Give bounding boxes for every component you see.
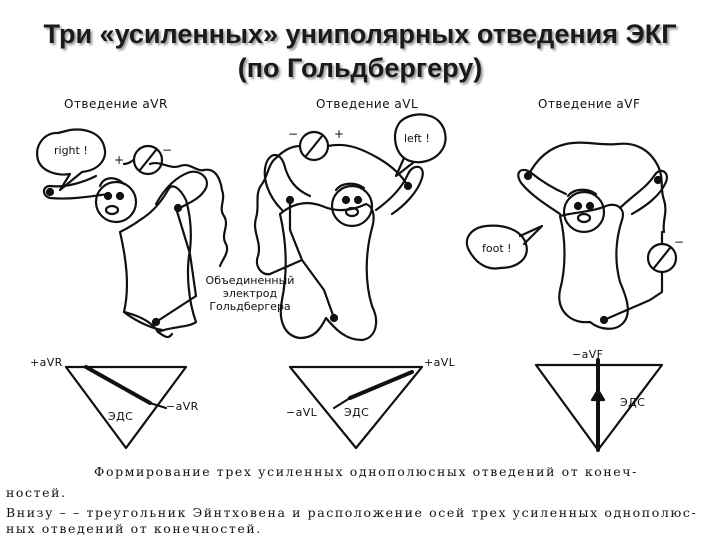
lead-avf-label: Отведение aVF (538, 97, 641, 111)
wire-avf (526, 141, 667, 234)
lead-avl-label: Отведение aVL (316, 97, 419, 111)
arm-left-avl (263, 153, 312, 212)
triangle-2-pos-label: +aVL (424, 356, 456, 369)
electrode-label-line-1: Объединенный (205, 274, 295, 287)
legs-avr (122, 310, 174, 339)
wire-avr (148, 162, 229, 268)
figure-avl (254, 113, 447, 342)
arm-left-avr (42, 174, 110, 200)
head-avr (94, 180, 138, 224)
svg-text:−: − (674, 235, 684, 249)
slide-title-line-2: (по Гольдбергеру) (237, 53, 483, 83)
head-avl (330, 184, 374, 228)
electrode-label-line-3: Гольдбергера (209, 300, 291, 313)
wire-avl (254, 144, 302, 276)
speech-bubble-avl (394, 113, 447, 164)
head-avf (562, 190, 606, 234)
arm-right-avf (618, 169, 668, 216)
svg-text:+: + (114, 153, 124, 167)
triangle-1-neg-label: −aVR (166, 400, 199, 413)
caption-line-2: ностей. (6, 485, 67, 500)
arm-right-avr (154, 170, 208, 212)
triangle-3-eds-label: ЭДС (620, 396, 646, 409)
body-outline-avf (558, 203, 629, 330)
einthoven-triangle-avr (64, 365, 188, 450)
figure-avf (465, 141, 678, 330)
goldberger-electrode-label: Объединенный электрод Гольдбергера (195, 274, 305, 313)
lead-avr-label: Отведение aVR (64, 97, 168, 111)
triangle-1-eds-label: ЭДС (108, 410, 134, 423)
einthoven-triangle-avl (288, 365, 424, 450)
arm-right-avl (374, 165, 424, 216)
caption-line-3: Внизу – – треугольник Эйнтховена и распо… (6, 505, 698, 520)
speech-bubble-avr (36, 128, 107, 192)
caption-line-1: Формирование трех усиленных однополюсных… (94, 464, 638, 479)
speech-bubble-avf (465, 224, 528, 270)
svg-text:+: + (334, 127, 344, 141)
bubble-text-avl: left ! (404, 132, 430, 145)
svg-text:−: − (288, 127, 298, 141)
triangle-2-neg-label: −aVL (286, 406, 318, 419)
triangle-1-pos-label: +aVR (30, 356, 63, 369)
triangle-3-neg-label: −aVF (572, 348, 604, 361)
arm-left-avf (517, 168, 568, 216)
body-outline-avr (118, 185, 198, 334)
bubble-text-avr: right ! (54, 144, 88, 157)
einthoven-triangle-avf (534, 358, 664, 452)
bubble-text-avf: foot ! (482, 242, 512, 255)
electrode-label-line-2: электрод (222, 287, 278, 300)
figure-avr (36, 128, 229, 339)
triangle-2-eds-label: ЭДС (344, 406, 370, 419)
svg-text:−: − (162, 143, 172, 157)
slide-title-line-1: Три «усиленных» униполярных отведения ЭК… (43, 19, 677, 49)
caption-line-4: ных отведений от конечностей. (6, 521, 262, 536)
